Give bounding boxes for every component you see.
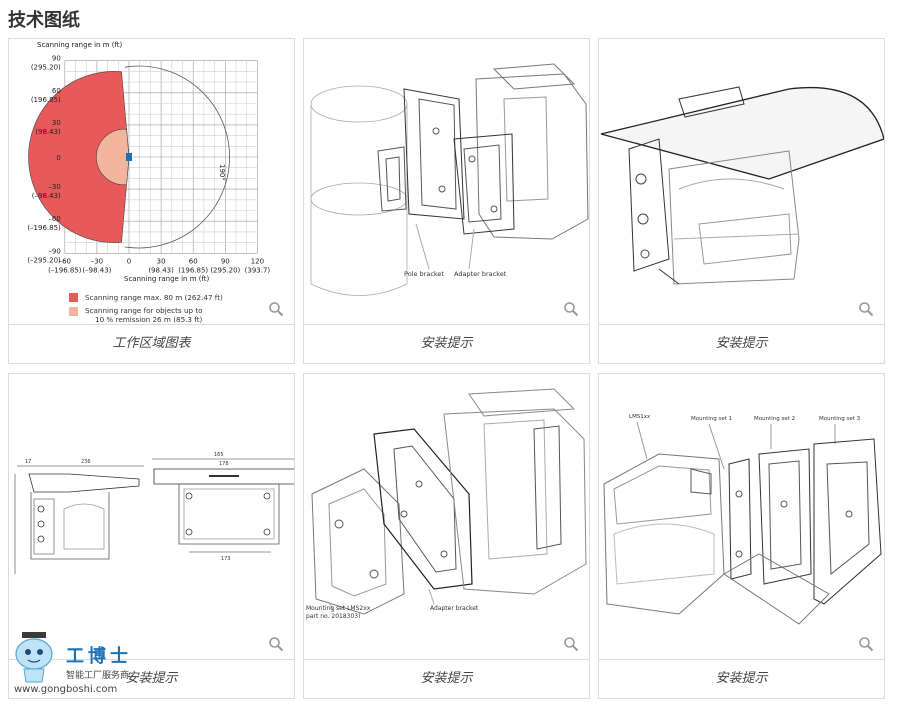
legend-item-remission-1: Scanning range for objects up to <box>85 306 203 315</box>
watermark-brand: 工博士 <box>66 646 132 667</box>
card-install-lms1xx-sets[interactable]: LMS1xx Mounting set 1 Mounting set 2 Mou… <box>598 373 885 699</box>
label-mounting-set-1: Mounting set 1 <box>691 416 732 422</box>
mounting-set-drawing: Mounting set LMS2xx part no. 2018303) Ad… <box>306 388 587 620</box>
magnifier-icon[interactable] <box>563 301 579 317</box>
label-mounting-set-2: Mounting set 2 <box>754 416 795 422</box>
card-caption: 安装提示 <box>420 336 473 351</box>
magnifier-icon[interactable] <box>268 301 284 317</box>
y-tick-label: 60 <box>52 87 61 95</box>
card-image[interactable] <box>599 39 884 325</box>
card-image[interactable]: LMS1xx Mounting set 1 Mounting set 2 Mou… <box>599 374 884 660</box>
dimension-drawing: 17 236 165 178 173 <box>14 452 294 574</box>
scanning-range-chart: Scanning range in m (ft) 90(295.20)60(19… <box>27 41 270 324</box>
watermark: 工博士 智能工厂服务商 www.gongboshi.com <box>8 628 178 698</box>
legend-item-remission-2: 10 % remission 26 m (85.3 ft) <box>95 315 203 324</box>
x-tick-label: 30 <box>157 257 166 265</box>
magnifier-icon[interactable] <box>858 636 874 652</box>
label-adapter-bracket: Adapter bracket <box>430 605 479 612</box>
x-tick-label: (196.85) <box>178 266 208 274</box>
dim-label-2: 236 <box>81 459 91 465</box>
dim-label-1: 17 <box>25 459 31 465</box>
y-tick-label: –30 <box>48 183 60 191</box>
weather-hood-drawing <box>600 86 884 285</box>
x-tick-labels: –60(–196.85) –30(–98.43) 0 30(98.43) 60(196.… <box>48 257 270 274</box>
y-tick-label: (–295.20) <box>27 256 61 264</box>
legend-swatch-remission <box>69 307 78 316</box>
dim-label-5: 173 <box>221 556 231 562</box>
dim-label-3: 165 <box>214 452 224 458</box>
magnifier-icon[interactable] <box>858 301 874 317</box>
y-tick-label: 0 <box>56 154 60 162</box>
label-mounting-set: Mounting set LMS2xx <box>306 605 371 612</box>
pole-bracket-drawing: Pole bracket Adapter bracket <box>310 63 589 296</box>
label-lms1xx: LMS1xx <box>629 414 651 420</box>
card-caption: 工作区域图表 <box>112 336 191 351</box>
angle-arc <box>124 65 230 249</box>
y-tick-label: (295.20) <box>31 64 61 72</box>
card-install-dimensions[interactable]: 17 236 165 178 173 安装提示 <box>8 373 295 699</box>
label-part-no: part no. 2018303) <box>306 613 360 620</box>
dim-label-4: 178 <box>219 461 229 467</box>
card-image[interactable]: Scanning range in m (ft) 90(295.20)60(19… <box>9 39 294 325</box>
y-tick-label: 30 <box>52 119 61 127</box>
chart-title: Scanning range in m (ft) <box>37 41 123 49</box>
x-tick-label: (–196.85) <box>48 266 82 274</box>
y-tick-label: (–98.43) <box>32 192 61 200</box>
scanner-marker <box>126 153 132 161</box>
y-tick-label: 90 <box>52 55 61 63</box>
lms1xx-mounting-drawing: LMS1xx Mounting set 1 Mounting set 2 Mou… <box>603 414 882 625</box>
page-title: 技术图纸 <box>8 10 80 31</box>
watermark-tagline: 智能工厂服务商 <box>66 671 130 681</box>
label-adapter-bracket: Adapter bracket <box>454 270 507 278</box>
y-tick-label: (–196.85) <box>27 224 61 232</box>
card-install-weather-hood[interactable]: 安装提示 <box>598 38 885 364</box>
card-install-mounting-set[interactable]: Mounting set LMS2xx part no. 2018303) Ad… <box>303 373 590 699</box>
magnifier-icon[interactable] <box>563 636 579 652</box>
x-tick-label: (98.43) <box>148 266 174 274</box>
y-tick-label: (98.43) <box>35 128 61 136</box>
card-caption: 安装提示 <box>420 671 473 686</box>
y-tick-label: (196.85) <box>31 96 61 104</box>
card-image[interactable]: 17 236 165 178 173 <box>9 374 294 660</box>
label-mounting-set-3: Mounting set 3 <box>819 416 861 422</box>
card-caption: 安装提示 <box>715 671 768 686</box>
y-tick-labels: 90(295.20) 60(196.85) 30(98.43) 0 –30(–98.43… <box>27 55 61 265</box>
card-caption: 安装提示 <box>715 336 768 351</box>
robot-mascot-icon <box>15 632 53 683</box>
series-area-remission-range <box>96 128 130 186</box>
legend-item-max: Scanning range max. 80 m (262.47 ft) <box>85 293 223 302</box>
chart-areas <box>28 65 230 249</box>
x-tick-label: (–98.43) <box>82 266 111 274</box>
watermark-url: www.gongboshi.com <box>14 684 118 695</box>
label-pole-bracket: Pole bracket <box>404 270 444 278</box>
magnifier-icon[interactable] <box>268 636 284 652</box>
x-tick-label: 60 <box>189 257 198 265</box>
x-tick-label: 90 <box>221 257 230 265</box>
card-install-pole-bracket[interactable]: Pole bracket Adapter bracket 安装提示 <box>303 38 590 364</box>
x-tick-label: 0 <box>127 257 131 265</box>
card-caption: 安装提示 <box>125 671 178 686</box>
angle-label: 190° <box>218 164 226 181</box>
x-tick-label: (295.20) <box>210 266 240 274</box>
y-tick-label: –90 <box>48 247 60 255</box>
card-image[interactable]: Pole bracket Adapter bracket <box>304 39 589 325</box>
y-tick-label: –60 <box>48 215 60 223</box>
x-tick-label: (393.7) <box>245 266 271 274</box>
x-axis-label: Scanning range in m (ft) <box>124 275 210 283</box>
card-work-area-chart[interactable]: Scanning range in m (ft) 90(295.20)60(19… <box>8 38 295 364</box>
legend-swatch-max <box>69 293 78 302</box>
card-image[interactable]: Mounting set LMS2xx part no. 2018303) Ad… <box>304 374 589 660</box>
x-tick-label: –30 <box>91 257 103 265</box>
x-tick-label: –60 <box>59 257 71 265</box>
x-tick-label: 120 <box>251 257 264 265</box>
series-area-max-range <box>28 71 130 243</box>
